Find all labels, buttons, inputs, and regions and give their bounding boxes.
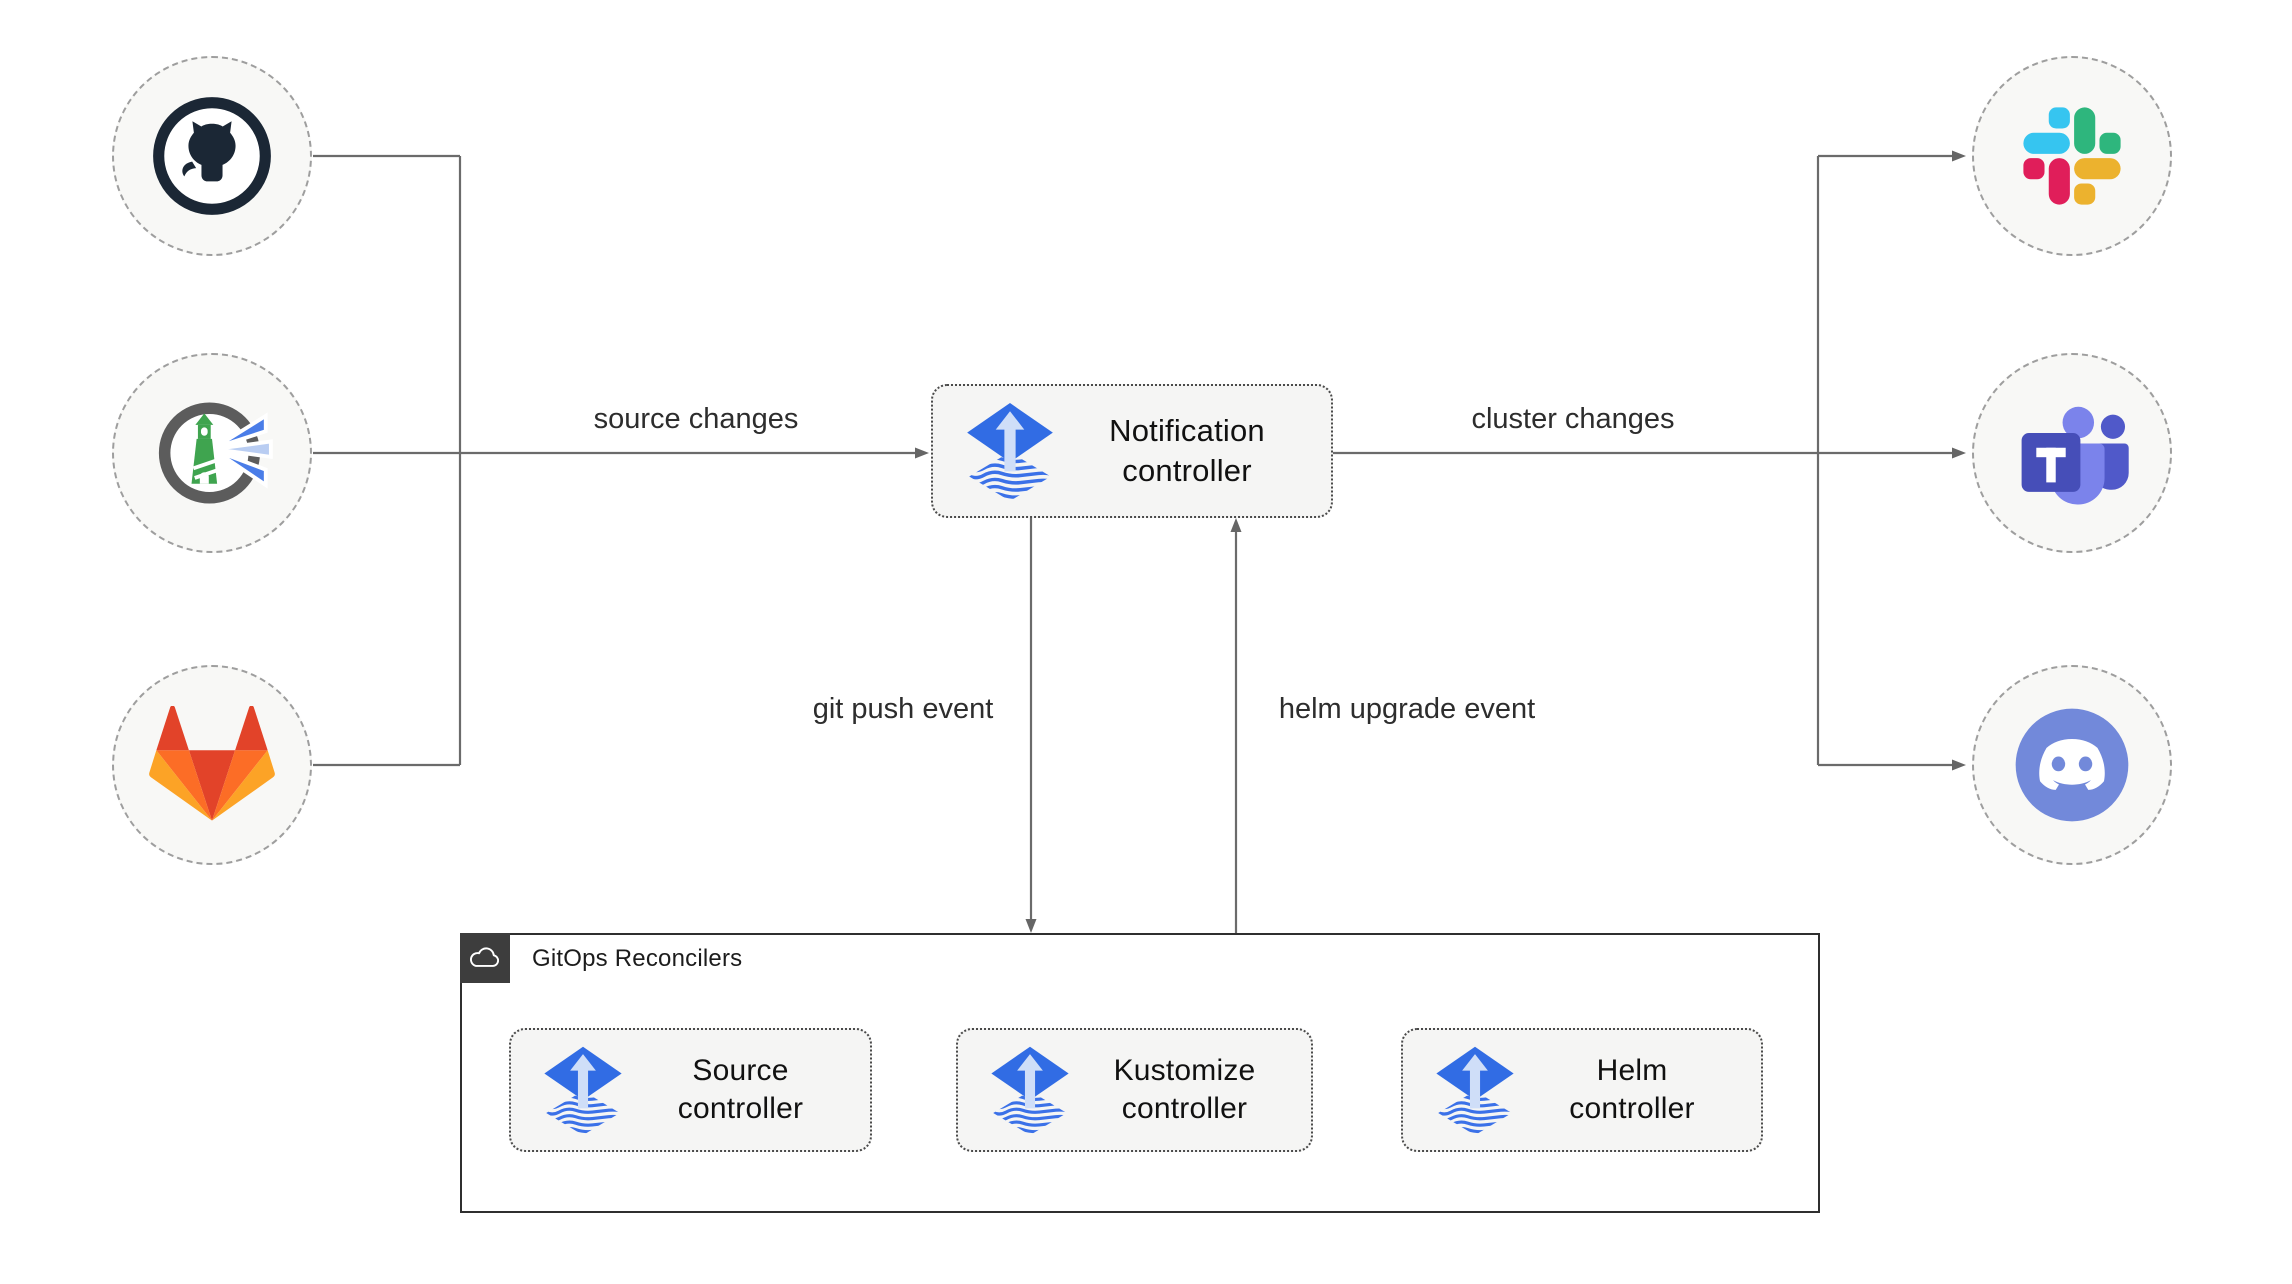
node-notification-controller: Notification controller bbox=[931, 384, 1333, 518]
node-gitlab bbox=[112, 665, 312, 865]
notification-controller-label: Notification controller bbox=[1109, 413, 1265, 488]
flux-icon bbox=[537, 1044, 629, 1136]
edge-label-helm-upgrade-event: helm upgrade event bbox=[1278, 693, 1536, 725]
github-icon bbox=[153, 97, 271, 215]
cloud-icon bbox=[470, 947, 500, 967]
edge-label-git-push-event: git push event bbox=[812, 693, 994, 725]
edge-label-source-changes: source changes bbox=[593, 403, 799, 435]
container-badge bbox=[460, 933, 510, 983]
node-discord bbox=[1972, 665, 2172, 865]
flux-icon bbox=[984, 1044, 1076, 1136]
kustomize-controller-label: Kustomize controller bbox=[1113, 1053, 1256, 1125]
node-slack bbox=[1972, 56, 2172, 256]
node-github bbox=[112, 56, 312, 256]
flux-icon bbox=[1429, 1044, 1521, 1136]
node-kustomize-controller: Kustomize controller bbox=[956, 1028, 1313, 1152]
node-helm-controller: Helm controller bbox=[1401, 1028, 1763, 1152]
source-controller-label: Source controller bbox=[677, 1053, 804, 1125]
container-title: GitOps Reconcilers bbox=[532, 945, 743, 972]
microsoft-teams-icon bbox=[2021, 406, 2129, 505]
slack-icon bbox=[2023, 107, 2121, 205]
helm-controller-label: Helm controller bbox=[1569, 1053, 1695, 1125]
discord-icon bbox=[2015, 708, 2129, 822]
flux-icon bbox=[959, 400, 1061, 502]
node-source-controller: Source controller bbox=[509, 1028, 872, 1152]
node-microsoft-teams bbox=[1972, 353, 2172, 553]
gitlab-icon bbox=[149, 706, 275, 821]
harbor-icon bbox=[158, 402, 273, 504]
edge-label-cluster-changes: cluster changes bbox=[1471, 403, 1675, 435]
node-harbor bbox=[112, 353, 312, 553]
